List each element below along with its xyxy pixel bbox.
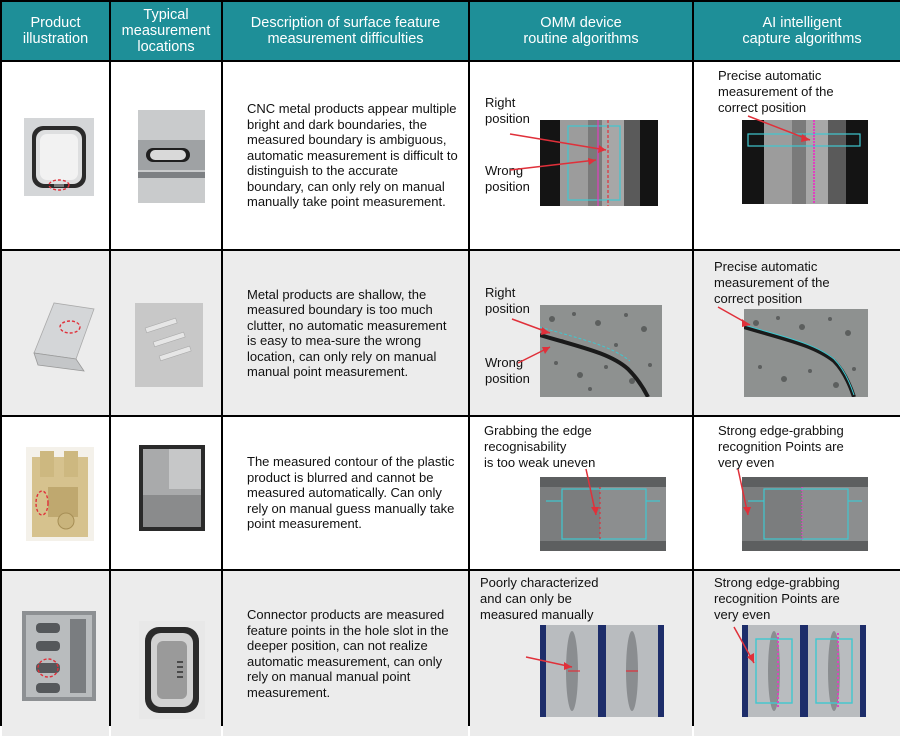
row3-omm-image: [540, 477, 666, 551]
row4-location-cell: [111, 571, 221, 736]
row1-description: CNC metal products appear multiple brigh…: [223, 62, 468, 249]
row1-ai-image: [742, 120, 868, 204]
row2-description: Metal products are shallow, the measured…: [223, 251, 468, 415]
row3-ai-cell: Strong edge-grabbing recognition Points …: [694, 417, 900, 569]
header-description: Description of surface feature measureme…: [223, 2, 468, 60]
row2-omm-label-right: Right position: [485, 285, 530, 316]
row3-ai-label: Strong edge-grabbing recognition Points …: [718, 423, 844, 470]
row2-ai-image: [744, 309, 868, 397]
row1-omm-label-wrong: Wrong position: [485, 163, 530, 194]
row4-omm-image: [540, 625, 664, 717]
row2-ai-cell: Precise automatic measurement of the cor…: [694, 251, 900, 415]
row1-location-cell: [111, 62, 221, 249]
row2-product-image: [24, 295, 96, 379]
row4-location-image: [139, 621, 205, 719]
row2-omm-image: [540, 305, 662, 397]
row4-ai-label: Strong edge-grabbing recognition Points …: [714, 575, 840, 622]
header-omm-routine: OMM device routine algorithms: [470, 2, 692, 60]
row4-ai-cell: Strong edge-grabbing recognition Points …: [694, 571, 900, 736]
row4-ai-image: [742, 625, 866, 717]
row1-omm-label-right: Right position: [485, 95, 530, 126]
row2-location-cell: [111, 251, 221, 415]
row1-omm-cell: Right position Wrong position: [470, 62, 692, 249]
row3-omm-label: Grabbing the edge recognisability is too…: [484, 423, 596, 470]
row3-product-image: [26, 447, 94, 541]
row3-location-image: [139, 445, 205, 531]
row4-product-cell: [2, 571, 109, 736]
row3-location-cell: [111, 417, 221, 569]
row2-ai-label: Precise automatic measurement of the cor…: [714, 259, 830, 306]
row4-omm-label: Poorly characterized and can only be mea…: [480, 575, 599, 622]
row3-product-cell: [2, 417, 109, 569]
row2-omm-label-wrong: Wrong position: [485, 355, 530, 386]
row2-product-cell: [2, 251, 109, 415]
header-measurement-locations: Typical measurement locations: [111, 2, 221, 60]
row3-ai-image: [742, 477, 868, 551]
row4-description: Connector products are measured feature …: [223, 571, 468, 736]
row1-ai-label: Precise automatic measurement of the cor…: [718, 68, 834, 115]
row1-omm-image: [540, 120, 658, 206]
header-ai-capture: AI intelligent capture algorithms: [694, 2, 900, 60]
row4-omm-cell: Poorly characterized and can only be mea…: [470, 571, 692, 736]
row2-omm-cell: Right position Wrong position: [470, 251, 692, 415]
row3-description: The measured contour of the plastic prod…: [223, 417, 468, 569]
row4-product-image: [22, 611, 96, 701]
row1-product-cell: [2, 62, 109, 249]
row1-product-image: [24, 118, 94, 196]
row2-location-image: [135, 303, 203, 387]
row1-location-image: [138, 110, 205, 203]
row3-omm-cell: Grabbing the edge recognisability is too…: [470, 417, 692, 569]
header-product-illustration: Product illustration: [2, 2, 109, 60]
row1-ai-cell: Precise automatic measurement of the cor…: [694, 62, 900, 249]
